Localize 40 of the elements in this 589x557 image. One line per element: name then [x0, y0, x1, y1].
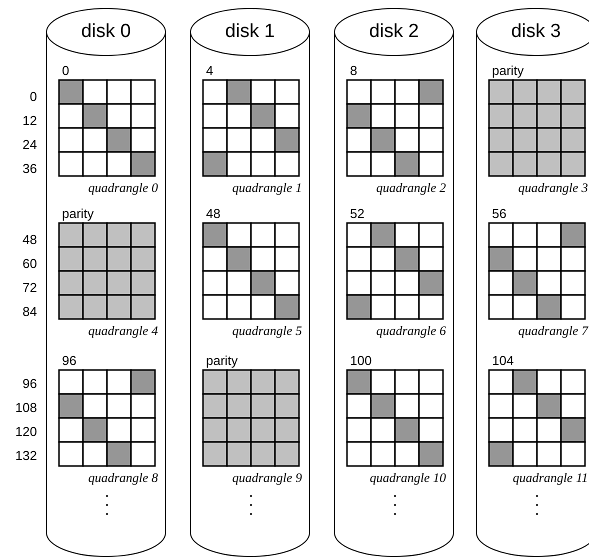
row-offset-label: 108 [14, 400, 37, 415]
quadrangle-caption: quadrangle 7 [518, 323, 588, 339]
quadrangle-caption: quadrangle 4 [88, 323, 158, 339]
quadrangle-caption: quadrangle 3 [518, 180, 588, 196]
quadrangle-caption: quadrangle 2 [376, 180, 446, 196]
row-offset-label: 72 [22, 280, 37, 295]
row-offset-label: 84 [22, 304, 37, 319]
row-offset-label: 48 [22, 232, 37, 247]
disk-label: disk 2 [368, 20, 420, 44]
row-offset-label: 60 [22, 256, 37, 271]
row-offset-label: 24 [22, 137, 37, 152]
block-number-label: 96 [62, 353, 76, 368]
row-offset-label: 0 [28, 89, 37, 104]
row-offset-label: 96 [22, 376, 37, 391]
block-number-label: 48 [206, 206, 220, 221]
quadrangle-caption: quadrangle 5 [232, 323, 302, 339]
disk-label: disk 3 [510, 20, 562, 44]
quadrangle-caption: quadrangle 10 [370, 470, 446, 486]
disk-label: disk 1 [224, 20, 276, 44]
disk-label: disk 0 [80, 20, 132, 44]
block-number-label: 8 [350, 63, 358, 78]
block-number-label: parity [62, 206, 94, 221]
block-number-label: 104 [492, 353, 514, 368]
row-offset-label: 36 [22, 161, 37, 176]
block-number-label: 56 [492, 206, 506, 221]
quadrangle-caption: quadrangle 0 [88, 180, 158, 196]
block-number-label: parity [206, 353, 238, 368]
row-offset-label: 12 [22, 113, 37, 128]
quadrangle-caption: quadrangle 11 [512, 470, 588, 486]
quadrangle-caption: quadrangle 1 [232, 180, 302, 196]
quadrangle-caption: quadrangle 8 [88, 470, 158, 486]
row-offset-label: 120 [14, 424, 37, 439]
block-number-label: 4 [206, 63, 214, 78]
block-number-label: 52 [350, 206, 364, 221]
row-offset-label: 132 [14, 448, 37, 463]
quadrangle-caption: quadrangle 6 [376, 323, 446, 339]
block-number-label: parity [492, 63, 524, 78]
block-number-label: 0 [62, 63, 70, 78]
block-number-label: 100 [350, 353, 372, 368]
quadrangle-caption: quadrangle 9 [232, 470, 302, 486]
